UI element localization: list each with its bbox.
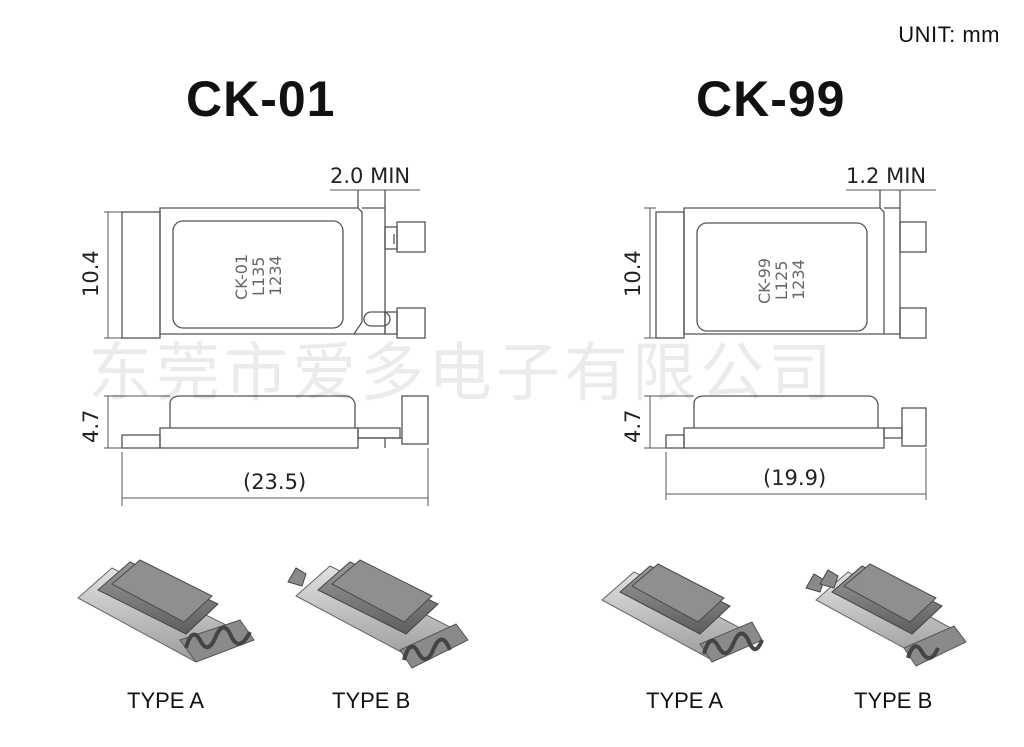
ck99-height-dim: 10.4 — [621, 250, 645, 297]
ck99-marking-line-3: 1234 — [789, 259, 808, 300]
model-title-ck01: CK-01 — [186, 71, 336, 127]
ck99-type-a-render — [601, 563, 764, 663]
model-title-ck99: CK-99 — [696, 71, 846, 127]
watermark-text: 东莞市爱多电子有限公司 — [88, 337, 836, 411]
ck01-top-view — [121, 190, 426, 339]
ck01-type-a-label: TYPE A — [127, 688, 205, 713]
ck01-marking-line-1: CK-01 — [232, 254, 251, 300]
ck99-type-b-render — [805, 563, 967, 667]
ck99-terminal-min: 1.2 MIN — [846, 164, 926, 188]
ck01-side-view — [121, 395, 429, 449]
ck99-side-view — [665, 395, 927, 449]
ck99-drawing — [644, 189, 936, 500]
ck99-type-b-label: TYPE B — [854, 688, 933, 713]
ck99-type-a-label: TYPE A — [646, 688, 724, 713]
ck99-thickness-dim: 4.7 — [621, 410, 645, 443]
ck01-marking-line-3: 1234 — [266, 255, 285, 296]
ck01-thickness-dim: 4.7 — [79, 410, 103, 443]
ck99-dimensions — [644, 189, 936, 500]
ck01-type-b-render — [287, 559, 469, 669]
ck99-marking-line-2: L125 — [772, 261, 791, 300]
ck99-marking-line-1: CK-99 — [755, 258, 774, 304]
ck01-dimensions — [104, 189, 429, 506]
ck01-marking-line-2: L135 — [249, 257, 268, 296]
unit-label: UNIT: mm — [898, 22, 1000, 47]
ck01-type-a-render — [77, 559, 255, 663]
ck99-length-dim: (19.9) — [763, 466, 826, 490]
ck01-length-dim: (23.5) — [243, 470, 306, 494]
ck99-top-view — [655, 190, 927, 339]
ck01-terminal-min: 2.0 MIN — [330, 164, 410, 188]
ck01-type-b-label: TYPE B — [332, 688, 411, 713]
ck01-drawing — [104, 189, 429, 506]
ck01-height-dim: 10.4 — [79, 250, 103, 297]
